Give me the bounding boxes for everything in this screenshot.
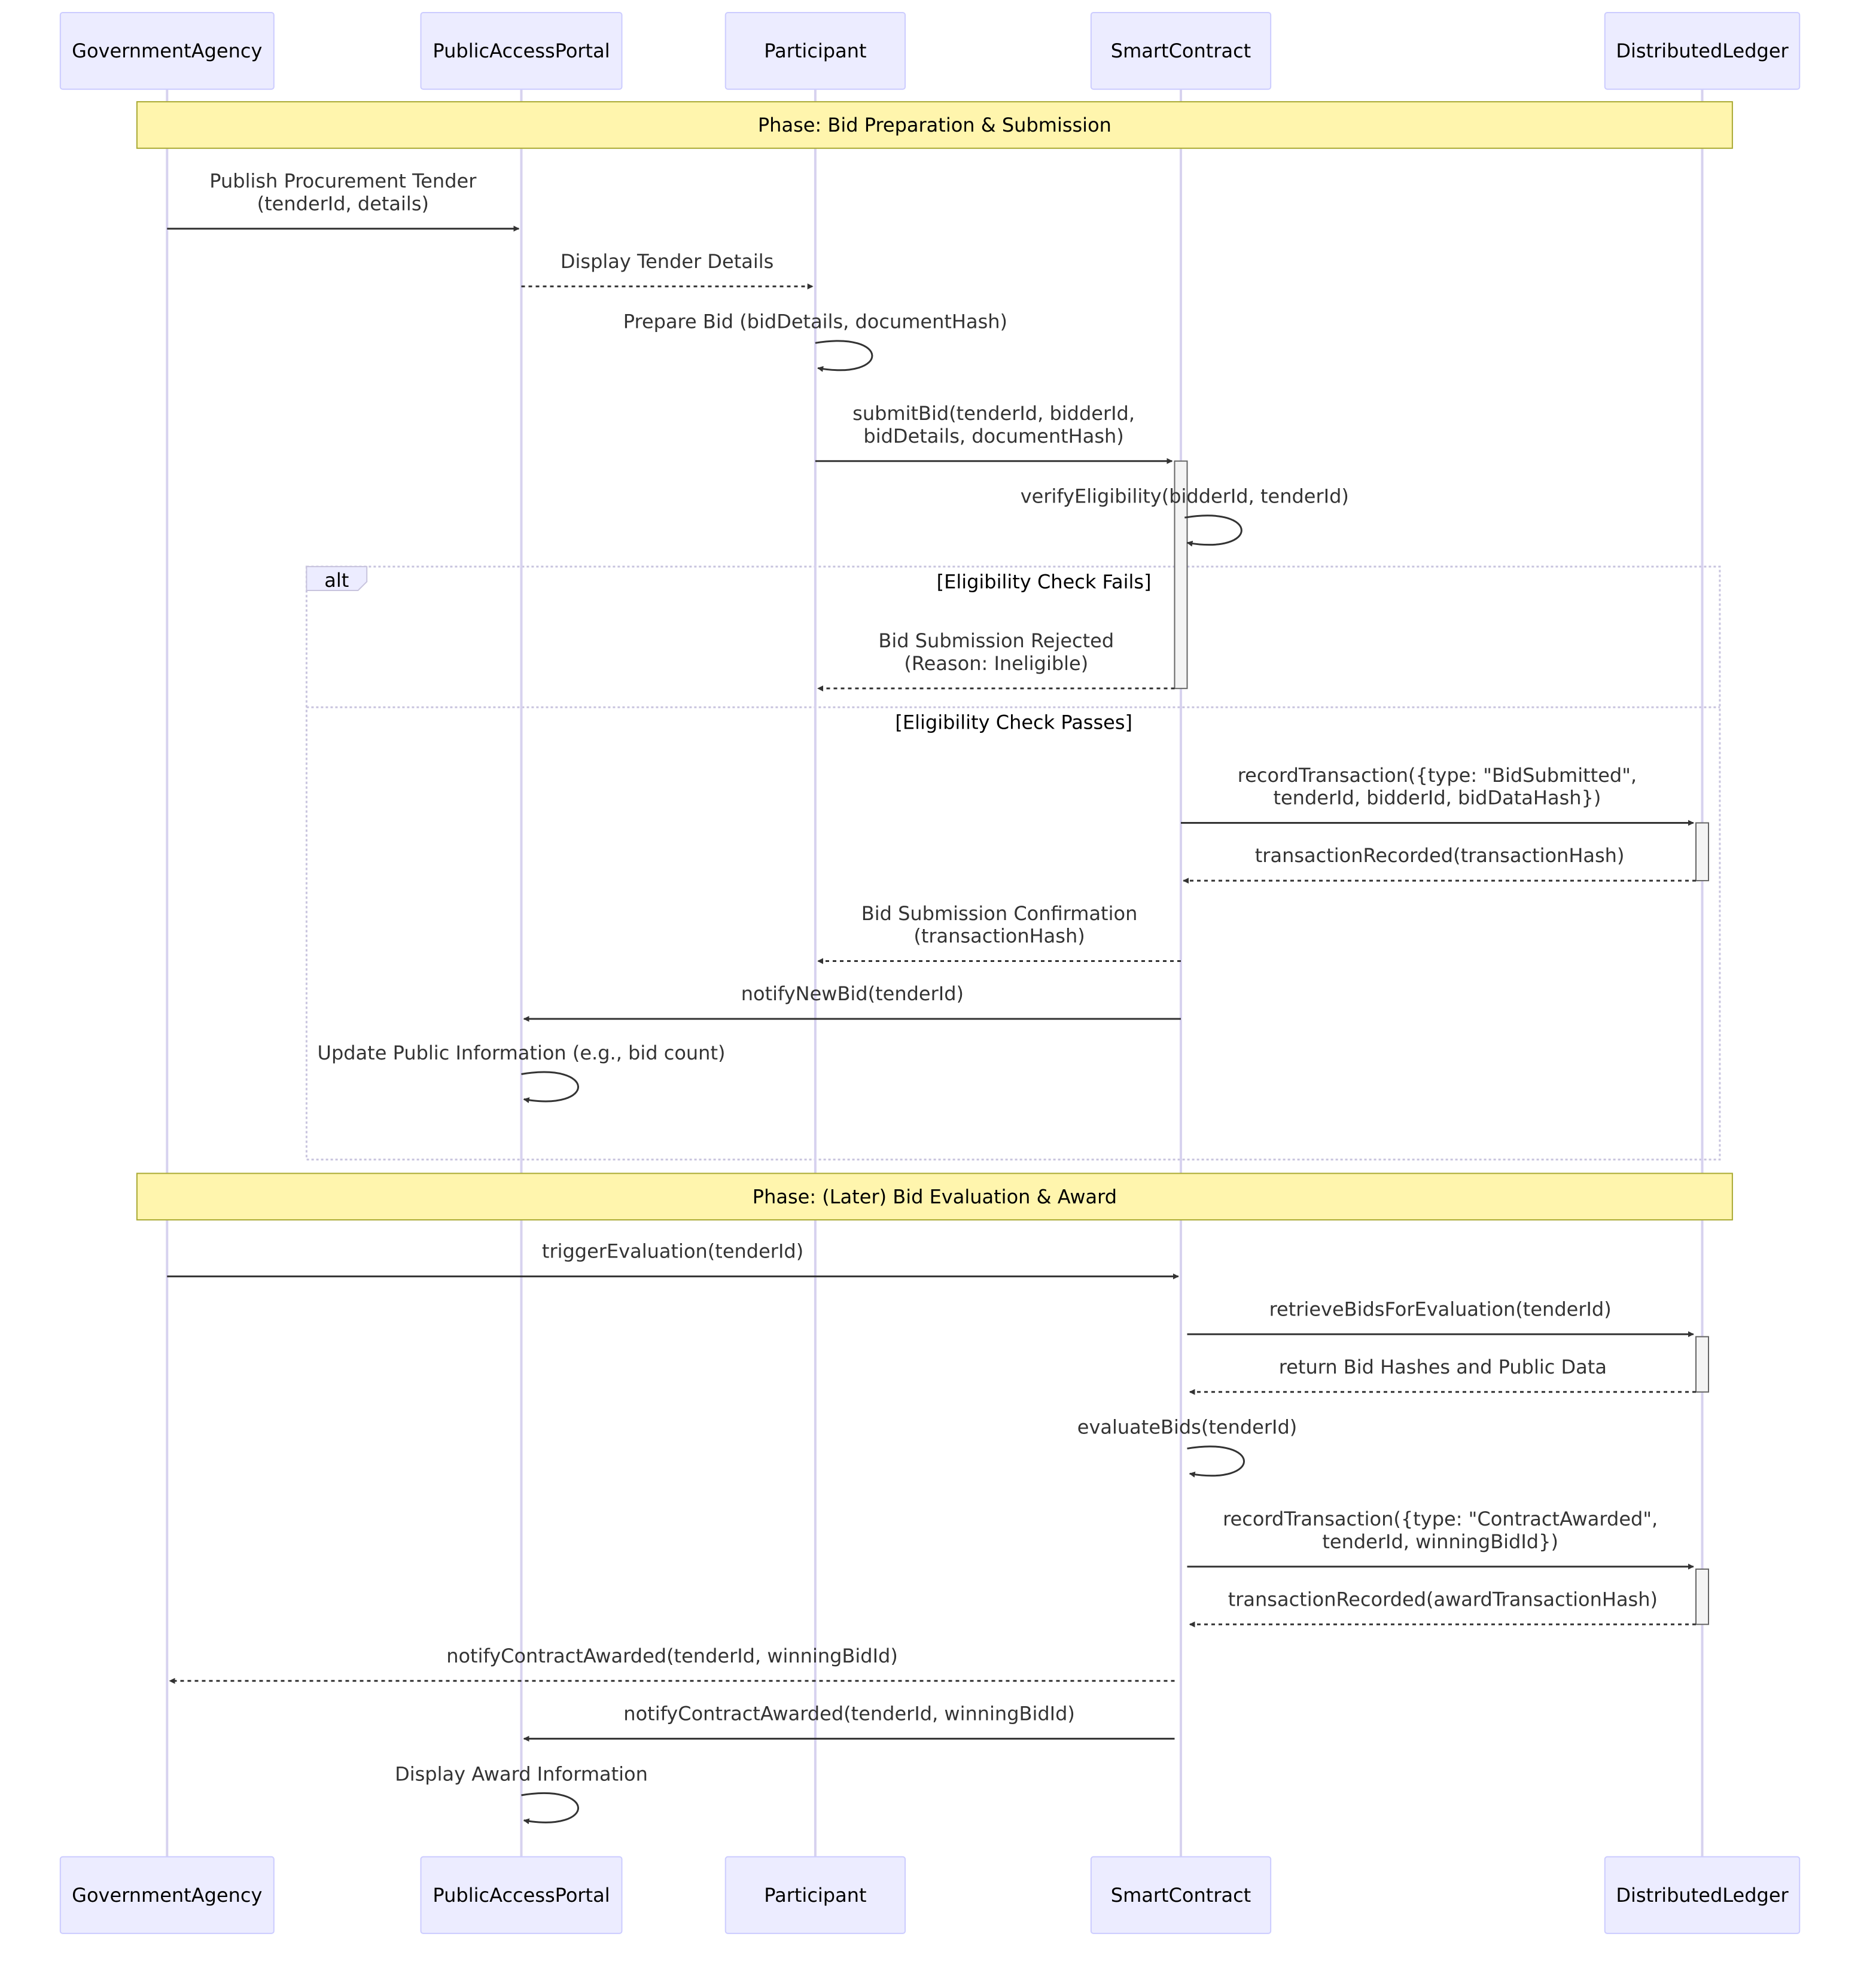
self-message-arrow [1187,1445,1245,1478]
alt-frame-tag-label: alt [324,569,349,592]
message-label: return Bid Hashes and Public Data [1279,1356,1607,1378]
participant-label: Participant [764,1884,866,1907]
message-12: triggerEvaluation(tenderId) [167,1240,1179,1280]
activation-bar [1695,822,1709,882]
message-label: verifyEligibility(bidderId, tenderId) [1021,485,1349,508]
participant-label: Participant [764,39,866,62]
activation-bar [1695,1336,1709,1393]
participant-part-top: Participant [724,12,906,90]
participant-box [1604,12,1801,90]
message-6: Bid Submission Rejected(Reason: Ineligib… [817,629,1175,692]
alt-condition-passes: [Eligibility Check Passes] [895,711,1132,734]
phase-note-1: Phase: Bid Preparation & Submission [136,101,1733,149]
participant-box [59,12,275,90]
activation-bar [1695,1568,1709,1625]
message-label: (tenderId, details) [257,192,429,215]
alt-frame [305,565,1721,1161]
message-label: Prepare Bid (bidDetails, documentHash) [623,310,1007,333]
message-label: retrieveBidsForEvaluation(tenderId) [1269,1298,1612,1320]
self-message-arrow [521,1792,579,1825]
participant-label: DistributedLedger [1616,1884,1789,1907]
message-20: Display Award Information [395,1762,648,1825]
message-label: (Reason: Ineligible) [904,652,1088,675]
phase-note-text: Phase: (Later) Bid Evaluation & Award [753,1185,1117,1208]
participant-label: SmartContract [1111,39,1251,62]
message-label: Bid Submission Rejected [878,629,1114,652]
participant-dl-top: DistributedLedger [1604,12,1801,90]
message-9: Bid Submission Confirmation(transactionH… [817,902,1181,964]
message-label: transactionRecorded(awardTransactionHash… [1228,1588,1658,1610]
message-label: triggerEvaluation(tenderId) [542,1240,803,1263]
message-label: Display Award Information [395,1762,648,1785]
participant-box [1090,12,1272,90]
participant-label: PublicAccessPortal [433,39,610,62]
alt-condition-fails: [Eligibility Check Fails] [937,570,1152,593]
message-19: notifyContractAwarded(tenderId, winningB… [523,1703,1175,1742]
participant-label: GovernmentAgency [72,39,262,62]
message-label: notifyContractAwarded(tenderId, winningB… [446,1645,898,1667]
message-label: (transactionHash) [913,925,1085,948]
participant-box [724,12,906,90]
message-label: tenderId, bidderId, bidDataHash}) [1273,787,1601,809]
participant-pap-bottom: PublicAccessPortal [420,1856,623,1934]
participant-box [1604,1856,1801,1934]
message-4: submitBid(tenderId, bidderId,bidDetails,… [815,402,1173,464]
participant-label: DistributedLedger [1616,39,1789,62]
message-10: notifyNewBid(tenderId) [523,982,1181,1022]
message-15: evaluateBids(tenderId) [1077,1416,1297,1478]
message-label: Bid Submission Confirmation [861,902,1138,925]
participant-box [420,12,623,90]
participant-ga-top: GovernmentAgency [59,12,275,90]
participant-sc-bottom: SmartContract [1090,1856,1272,1934]
participant-box [59,1856,275,1934]
participant-label: PublicAccessPortal [433,1884,610,1907]
participant-ga-bottom: GovernmentAgency [59,1856,275,1934]
message-label: submitBid(tenderId, bidderId, [852,402,1135,425]
phase-note-text: Phase: Bid Preparation & Submission [758,114,1111,136]
activation-bar [1174,460,1188,689]
phase-note-box [136,1173,1733,1221]
message-label: Update Public Information (e.g., bid cou… [318,1042,726,1064]
participant-label: SmartContract [1111,1884,1251,1907]
message-11: Update Public Information (e.g., bid cou… [318,1042,726,1103]
message-1: Publish Procurement Tender(tenderId, det… [167,170,520,232]
message-label: tenderId, winningBidId}) [1322,1530,1558,1553]
participant-dl-bottom: DistributedLedger [1604,1856,1801,1934]
self-message-arrow [815,340,873,372]
message-8: transactionRecorded(transactionHash) [1183,844,1696,884]
message-label: notifyContractAwarded(tenderId, winningB… [623,1703,1075,1725]
phase-note-2: Phase: (Later) Bid Evaluation & Award [136,1173,1733,1221]
participant-part-bottom: Participant [724,1856,906,1934]
participant-label: GovernmentAgency [72,1884,262,1907]
message-label: evaluateBids(tenderId) [1077,1416,1297,1439]
message-16: recordTransaction({type: "ContractAwarde… [1187,1508,1694,1570]
self-message-arrow [1184,514,1242,547]
participant-box [420,1856,623,1934]
message-17: transactionRecorded(awardTransactionHash… [1189,1588,1696,1628]
message-13: retrieveBidsForEvaluation(tenderId) [1187,1298,1694,1338]
phase-note-box [136,101,1733,149]
message-label: notifyNewBid(tenderId) [741,982,964,1005]
participant-sc-top: SmartContract [1090,12,1272,90]
self-message-arrow [521,1071,579,1103]
message-2: Display Tender Details [521,250,814,290]
alt-frame-tag [306,566,368,591]
message-label: Display Tender Details [561,250,773,273]
message-label: recordTransaction({type: "BidSubmitted", [1238,764,1637,787]
message-label: recordTransaction({type: "ContractAwarde… [1223,1508,1658,1530]
participant-box [1090,1856,1272,1934]
message-label: Publish Procurement Tender [209,170,477,193]
message-18: notifyContractAwarded(tenderId, winningB… [169,1645,1175,1684]
message-14: return Bid Hashes and Public Data [1189,1356,1696,1395]
message-label: transactionRecorded(transactionHash) [1255,844,1625,867]
participant-pap-top: PublicAccessPortal [420,12,623,90]
message-label: bidDetails, documentHash) [863,425,1123,447]
participant-box [724,1856,906,1934]
message-3: Prepare Bid (bidDetails, documentHash) [623,310,1007,372]
message-5: verifyEligibility(bidderId, tenderId) [1021,485,1349,547]
message-7: recordTransaction({type: "BidSubmitted",… [1181,764,1694,826]
